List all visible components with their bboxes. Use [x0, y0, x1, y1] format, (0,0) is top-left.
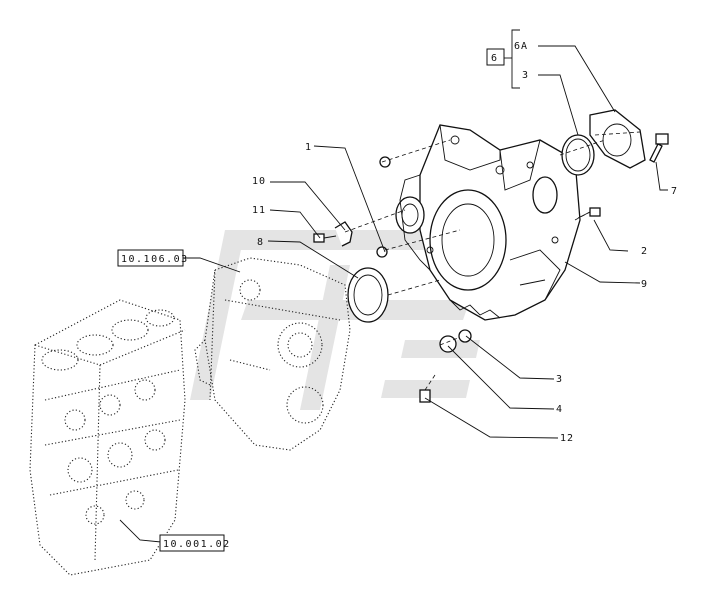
callout-6: 6 [491, 53, 499, 64]
callout-3: 3 [556, 374, 563, 385]
callout-8: 8 [257, 237, 264, 248]
reference-box-bottom[interactable]: 10.001.02 [159, 534, 231, 552]
cover-plate [589, 109, 646, 169]
retaining-clip [334, 221, 353, 247]
callout-12: 12 [560, 433, 574, 444]
reference-10-001-02: 10.001.02 [163, 539, 231, 550]
callout-6a: 6A [514, 41, 528, 52]
callout-11: 11 [252, 205, 266, 216]
fixing-bolt [313, 233, 337, 243]
gear-housing-outline [194, 257, 351, 451]
callout-9: 9 [641, 279, 648, 290]
callout-3-kit: 3 [522, 70, 529, 81]
plug [419, 329, 472, 403]
callout-4: 4 [556, 404, 563, 415]
callout-2: 2 [641, 246, 648, 257]
cover-bolt [649, 133, 669, 163]
crankshaft-seal [347, 267, 389, 323]
timing-cover [395, 124, 581, 321]
o-ring [561, 134, 595, 176]
dowel-sleeve [376, 156, 391, 258]
reference-10-106-03: 10.106.03 [121, 254, 189, 265]
kit-bracket [486, 29, 520, 89]
callout-10: 10 [252, 176, 266, 187]
assembly-axis-lines [344, 131, 641, 391]
leader-lines [119, 45, 668, 543]
callout-7: 7 [671, 186, 678, 197]
reference-box-top[interactable]: 10.106.03 [117, 249, 189, 267]
callout-1: 1 [305, 142, 312, 153]
engine-block-outline [29, 299, 186, 576]
